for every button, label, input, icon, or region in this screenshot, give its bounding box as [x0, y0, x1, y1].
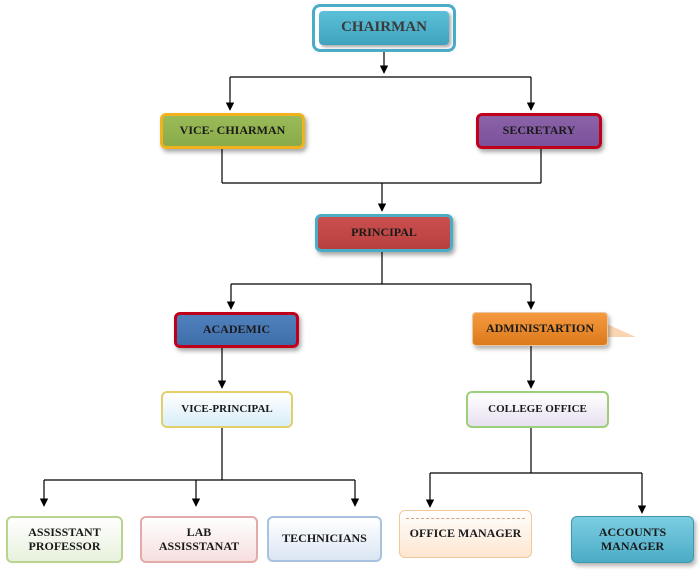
chairman-box: CHAIRMAN: [312, 4, 456, 52]
vice-chairman-label: VICE- CHIARMAN: [179, 123, 286, 138]
academic-label: ACADEMIC: [202, 322, 271, 337]
college-office-label: COLLEGE OFFICE: [488, 403, 587, 416]
vice-principal-label: VICE-PRINCIPAL: [181, 403, 273, 416]
assistant-professor-label-line2: PROFESSOR: [28, 538, 101, 553]
secretary-box: SECRETARY: [476, 113, 602, 149]
office-manager-box: OFFICE MANAGER: [399, 510, 532, 558]
chairman-label: CHAIRMAN: [341, 19, 427, 36]
administration-callout-tail: [600, 321, 636, 337]
lab-assistant-label-line2: ASSISSTANAT: [158, 538, 240, 553]
accounts-manager-box: ACCOUNTS MANAGER: [571, 516, 694, 563]
principal-label: PRINCIPAL: [351, 225, 417, 240]
lab-assistant-box: LAB ASSISSTANAT: [140, 516, 258, 563]
accounts-manager-label-line2: MANAGER: [600, 538, 665, 553]
office-manager-dashed-line: [406, 518, 525, 519]
academic-box: ACADEMIC: [174, 312, 299, 348]
assistant-professor-label-line1: ASSISSTANT: [28, 524, 101, 539]
vice-chairman-box: VICE- CHIARMAN: [160, 113, 305, 149]
administration-box: ADMINISTARTION: [472, 312, 608, 346]
college-office-box: COLLEGE OFFICE: [466, 391, 609, 428]
secretary-label: SECRETARY: [502, 123, 576, 138]
principal-box: PRINCIPAL: [315, 214, 453, 252]
accounts-manager-label-line1: ACCOUNTS: [598, 524, 667, 539]
technicians-box: TECHNICIANS: [267, 516, 382, 562]
technicians-label: TECHNICIANS: [282, 531, 367, 546]
administration-label: ADMINISTARTION: [485, 321, 595, 336]
assistant-professor-box: ASSISSTANT PROFESSOR: [6, 516, 123, 563]
lab-assistant-label-line1: LAB: [186, 524, 212, 539]
vice-principal-box: VICE-PRINCIPAL: [161, 391, 293, 428]
office-manager-label: OFFICE MANAGER: [409, 526, 522, 541]
